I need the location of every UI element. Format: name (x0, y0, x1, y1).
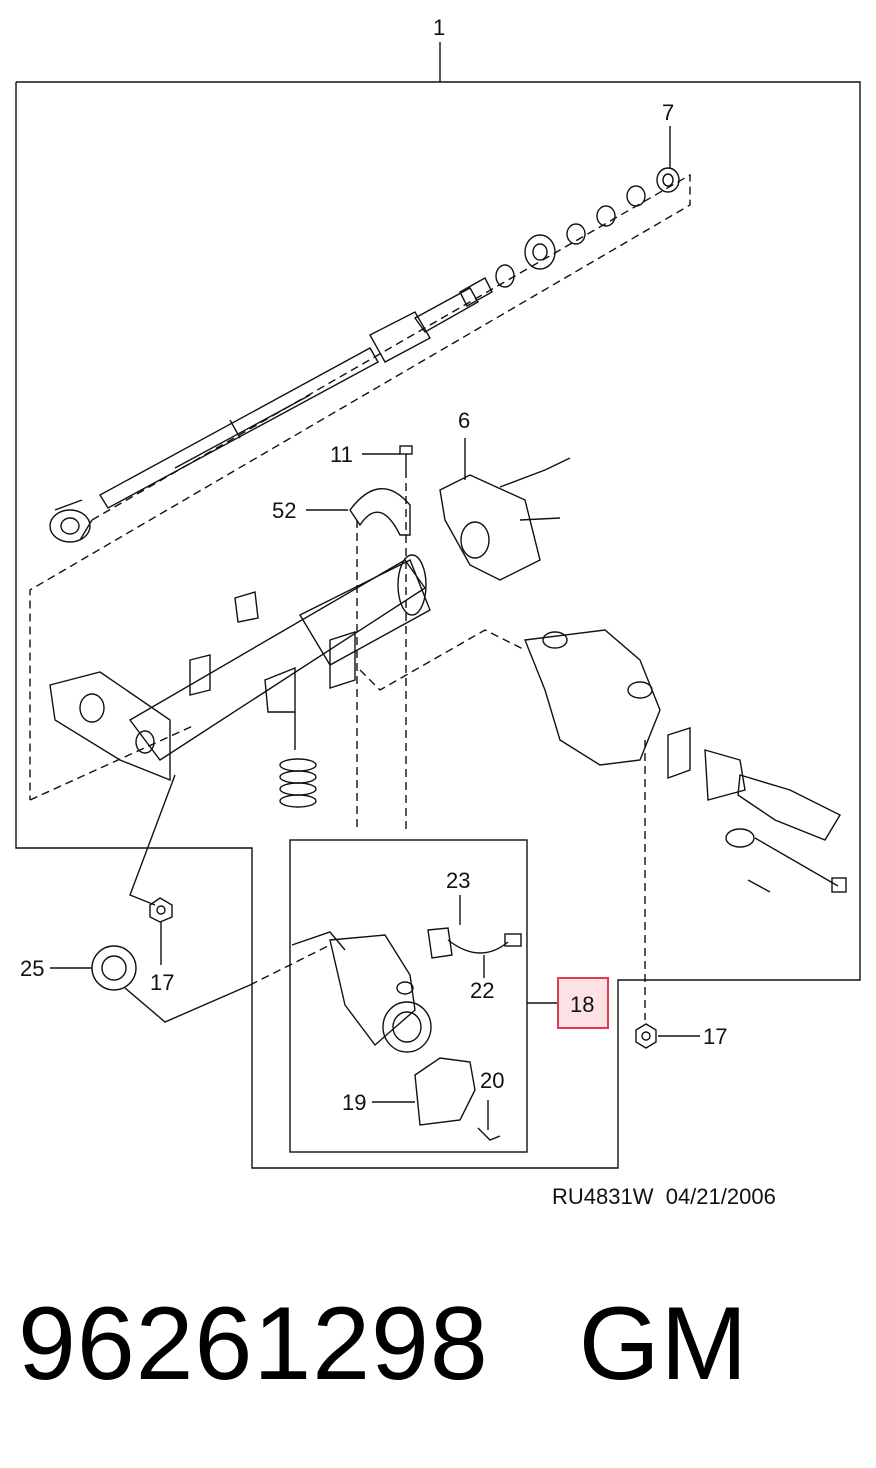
bearing-25 (50, 945, 137, 991)
nut-17-left (149, 897, 173, 923)
callout-52: 52 (272, 498, 296, 523)
callout-11: 11 (330, 442, 353, 467)
callout-7: 7 (662, 100, 674, 125)
brand-name: GM (578, 1286, 749, 1402)
callout-23: 23 (446, 868, 470, 893)
part-number: 96261298 (18, 1286, 489, 1402)
lock-housing (439, 438, 571, 581)
tilt-lever (667, 727, 847, 893)
assembly-frame (15, 81, 861, 1169)
callout-6: 6 (458, 408, 470, 433)
lock-cover-19 (372, 1057, 476, 1126)
drawing-code: RU4831W 04/21/2006 (552, 1184, 776, 1209)
steering-shaft (99, 277, 493, 509)
bolt-11 (399, 445, 413, 470)
ignition-switch (427, 895, 522, 978)
steering-cover (524, 629, 661, 766)
upper-clamp (349, 488, 411, 536)
shaft-bushing (49, 499, 93, 543)
nut-17-right (635, 1023, 657, 1049)
callout-25: 25 (20, 956, 44, 981)
callout-18: 18 (570, 992, 594, 1017)
callout-19: 19 (342, 1090, 366, 1115)
callout-22: 22 (470, 978, 494, 1003)
u-joint-bracket (49, 671, 171, 782)
callout-1: 1 (433, 15, 445, 40)
washer-stack (495, 167, 680, 288)
subassembly-box (289, 839, 528, 1153)
screw-20 (477, 1100, 501, 1141)
column-tube (128, 554, 431, 761)
highlight-box-18 (557, 977, 609, 1029)
ignition-lock (329, 934, 432, 1053)
callout-17-right: 17 (703, 1024, 727, 1049)
callout-20: 20 (480, 1068, 504, 1093)
callout-17-left: 17 (150, 970, 174, 995)
spring (279, 712, 317, 808)
